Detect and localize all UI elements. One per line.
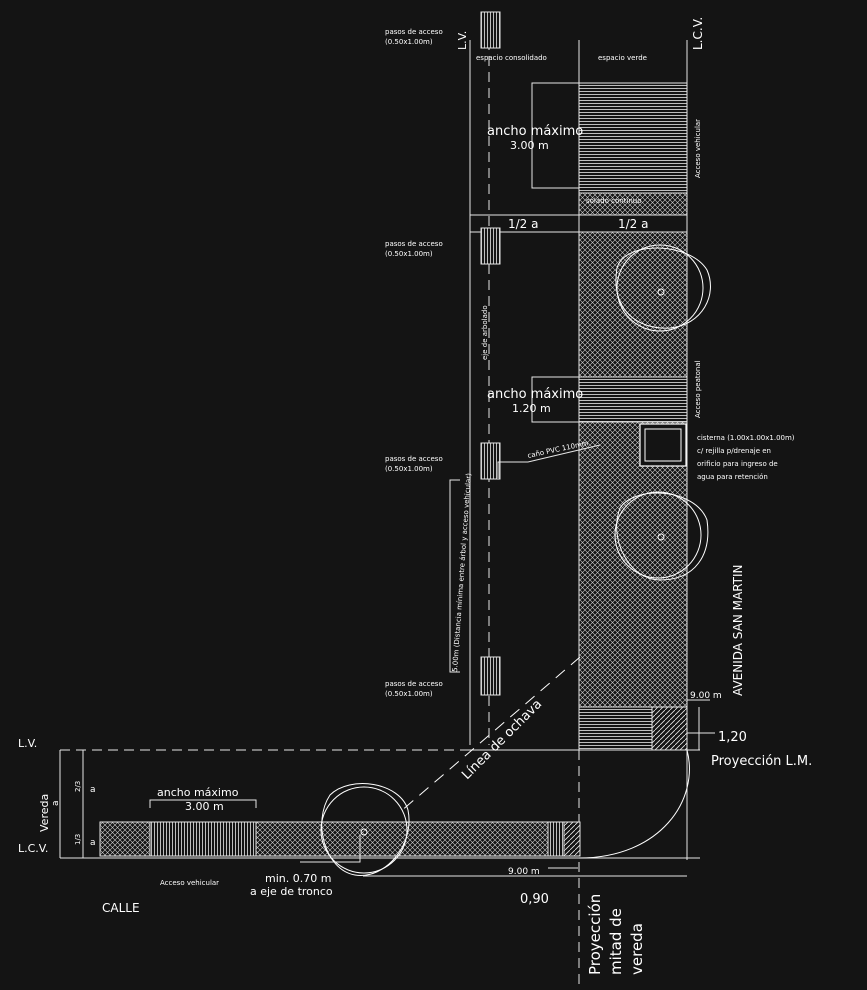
half-a-right: 1/2 a (618, 217, 648, 231)
corner-diagonal-hatch (563, 821, 581, 857)
frac-one-third: 1/3 (74, 834, 82, 845)
avenida-label: AVENIDA SAN MARTIN (731, 564, 745, 696)
eje-tronco-label: a eje de tronco (250, 885, 333, 898)
frac-two-thirds: 2/3 (74, 781, 82, 792)
corner-hatch-vertical (578, 706, 653, 751)
proyeccion-mitad-line: vereda (628, 923, 646, 975)
ochava-label: Línea de ochava (459, 697, 545, 783)
proyeccion-lm-label: Proyección L.M. (711, 754, 812, 769)
espacio-consolidado-label: espacio consolidado (476, 54, 547, 62)
access-label: pasos de acceso (385, 680, 443, 688)
pedestrian-access-hatch (578, 376, 688, 423)
lv-left-label: L.V. (18, 737, 37, 750)
tree-icon (614, 491, 709, 581)
calle-label: CALLE (102, 901, 140, 915)
acceso-vehicular-horizontal: Acceso vehicular (160, 879, 219, 887)
ancho-maximo-label: ancho máximo (487, 124, 583, 139)
vehicular-access-hatch-top (578, 82, 688, 194)
min-070-label: min. 0.70 m (265, 872, 331, 885)
access-step-icon (480, 11, 501, 49)
dim-090-label: 0,90 (520, 892, 549, 907)
cistern-note-line: c/ rejilla p/drenaje en (697, 447, 771, 455)
dim-900-vertical: 9.00 m (690, 691, 722, 701)
horizontal-sidewalk (60, 749, 700, 990)
eje-arbolado-label: eje de arbolado (481, 305, 489, 360)
access-step-icon (480, 227, 501, 265)
lv-top-label: L.V. (456, 31, 469, 50)
ancho-maximo-label: ancho máximo (157, 786, 239, 799)
access-label: pasos de acceso (385, 455, 443, 463)
a-label: a (90, 785, 96, 795)
access-dims: (0.50x1.00m) (385, 38, 433, 46)
dotted-paving-strip-top (578, 192, 688, 216)
corner-hatch-horizontal (547, 821, 565, 857)
solado-note: solado continuo (586, 197, 642, 205)
espacio-verde-label: espacio verde (598, 54, 647, 62)
corner-curb-arc (578, 749, 690, 859)
a-label: a (90, 838, 96, 848)
lcv-left-label: L.C.V. (18, 842, 48, 855)
acceso-peatonal-vertical: Acceso peatonal (694, 360, 702, 418)
cistern-box (639, 423, 687, 467)
dim-120-label: 1,20 (718, 730, 747, 745)
dim-900-horizontal: 9.00 m (508, 867, 540, 877)
proyeccion-mitad-line: mitad de (607, 908, 625, 975)
dotted-paving-lower (578, 421, 688, 708)
vehicular-access-hatch-horizontal (149, 821, 257, 857)
tree-icon (320, 783, 410, 876)
a-label: a (51, 800, 61, 806)
access-label: pasos de acceso (385, 28, 443, 36)
access-dims: (0.50x1.00m) (385, 465, 433, 473)
tree-icon (615, 244, 711, 332)
access-dims: (0.50x1.00m) (385, 250, 433, 258)
access-step-icon (480, 442, 501, 480)
proyeccion-mitad-line: Proyección (586, 894, 604, 975)
vereda-label: Vereda (38, 794, 51, 832)
ancho-maximo-label: ancho máximo (487, 387, 583, 402)
ancho-300-label: 3.00 m (185, 800, 224, 813)
cistern-note-line: agua para retención (697, 473, 768, 481)
cistern-note-line: orificio para ingreso de (697, 460, 778, 468)
corner-diagonal-hatch (651, 706, 688, 751)
ancho-120-label: 1.20 m (512, 402, 551, 415)
acceso-vehicular-vertical: Acceso vehicular (694, 119, 702, 178)
half-a-left: 1/2 a (508, 217, 538, 231)
lcv-top-label: L.C.V. (691, 17, 705, 50)
dotted-paving-main (578, 231, 688, 378)
access-step-icon (480, 656, 501, 696)
access-dims: (0.50x1.00m) (385, 690, 433, 698)
ancho-300-label: 3.00 m (510, 139, 549, 152)
access-label: pasos de acceso (385, 240, 443, 248)
cistern-note-line: cisterna (1.00x1.00x1.00m) (697, 434, 795, 442)
